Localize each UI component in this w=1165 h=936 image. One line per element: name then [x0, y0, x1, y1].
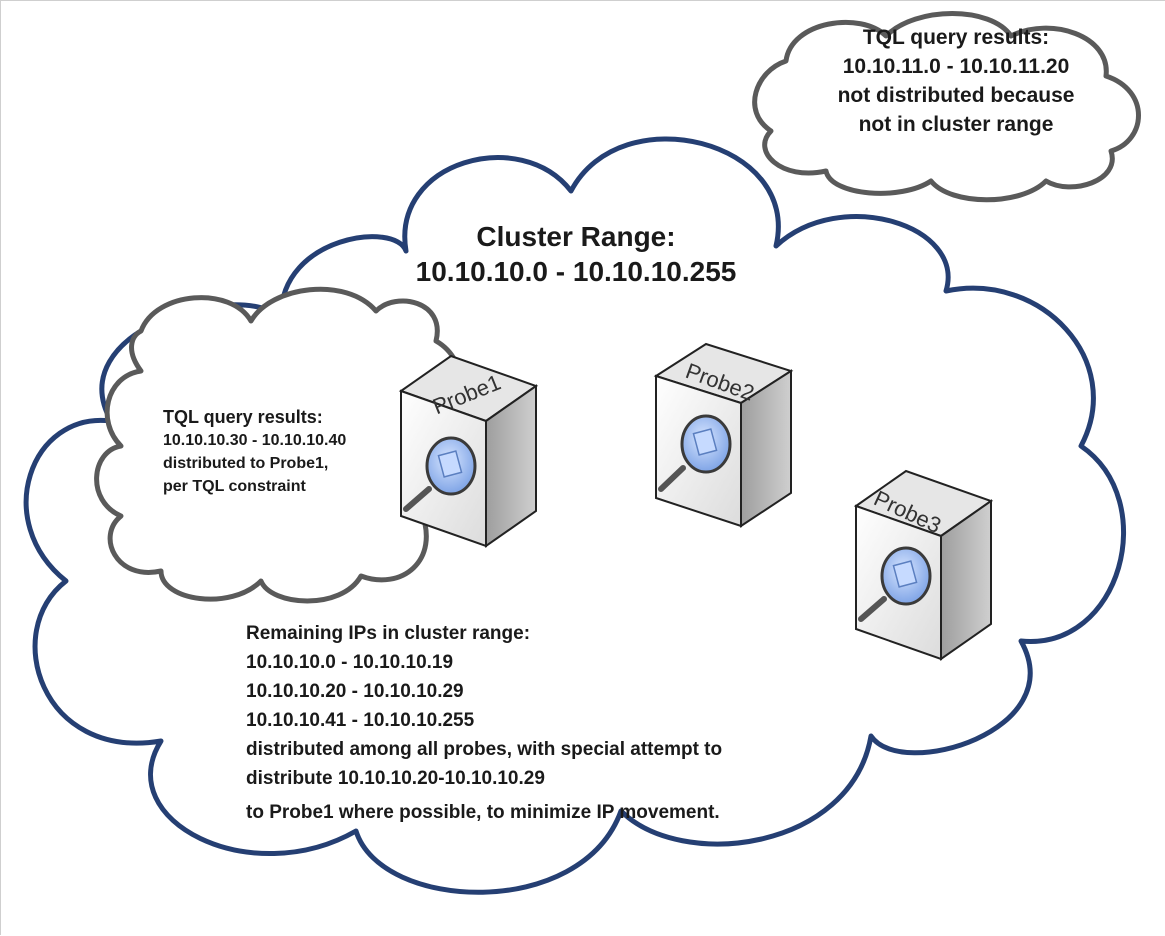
left-note-text: TQL query results: 10.10.10.30 - 10.10.1…	[163, 406, 346, 498]
remaining-line-4: 10.10.10.41 - 10.10.10.255	[246, 710, 475, 731]
left-note-line-2: 10.10.10.30 - 10.10.10.40	[163, 432, 347, 449]
probe2-server-icon: Probe2	[653, 342, 794, 528]
top-note-cloud	[752, 11, 1141, 203]
cluster-title: Cluster Range:	[476, 221, 676, 252]
remaining-line-1: Remaining IPs in cluster range:	[246, 623, 531, 644]
top-note-text: TQL query results: 10.10.11.0 - 10.10.11…	[791, 23, 1121, 139]
remaining-line-3: 10.10.10.20 - 10.10.10.29	[246, 681, 464, 702]
remaining-line-5: distributed among all probes, with speci…	[246, 739, 723, 760]
remaining-ips-text: Remaining IPs in cluster range: 10.10.10…	[246, 619, 722, 827]
top-note-line-2: 10.10.11.0 - 10.10.11.20	[842, 55, 1070, 78]
top-note-line-1: TQL query results:	[862, 26, 1050, 49]
probe2-magnifier-icon	[658, 414, 732, 492]
probe1-magnifier-icon	[403, 436, 477, 512]
top-note-line-4: not in cluster range	[858, 113, 1054, 136]
left-note-cloud	[94, 286, 464, 604]
remaining-line-2: 10.10.10.0 - 10.10.10.19	[246, 652, 454, 673]
probe3-magnifier-icon	[858, 546, 932, 622]
left-note-line-3: distributed to Probe1,	[163, 455, 329, 472]
remaining-line-7: to Probe1 where possible, to minimize IP…	[246, 802, 720, 823]
remaining-line-6: distribute 10.10.10.20-10.10.10.29	[246, 768, 545, 789]
top-note-line-3: not distributed because	[837, 84, 1075, 107]
probe1-server-icon: Probe1	[398, 354, 539, 548]
left-note-line-1: TQL query results:	[163, 407, 323, 427]
cluster-heading: Cluster Range: 10.10.10.0 - 10.10.10.255	[381, 219, 771, 289]
probe3-server-icon: Probe3	[853, 469, 994, 661]
cluster-range: 10.10.10.0 - 10.10.10.255	[415, 256, 737, 287]
left-note-line-4: per TQL constraint	[163, 478, 306, 495]
